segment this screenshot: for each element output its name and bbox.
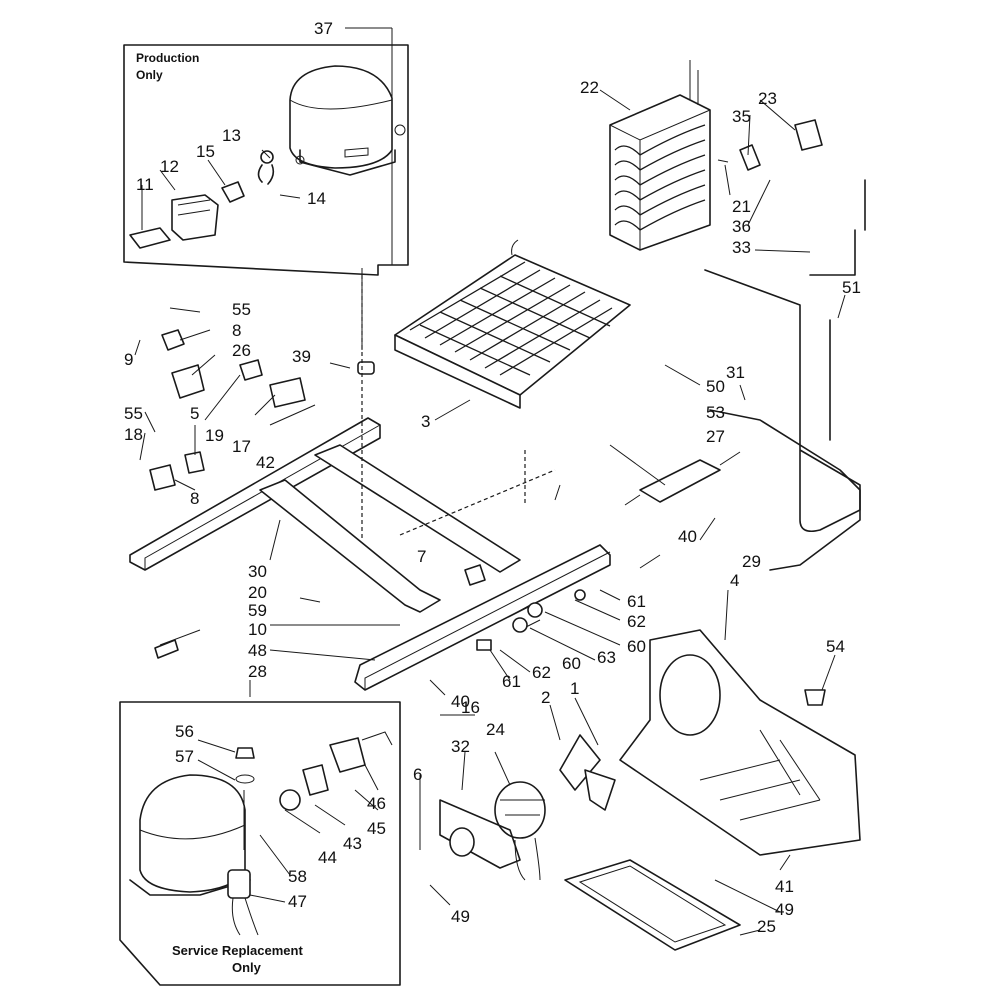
callout-44: 44	[318, 848, 337, 867]
callout-17: 17	[232, 437, 251, 456]
service-replacement-inset: Service Replacement Only	[119, 701, 401, 986]
callout-35: 35	[732, 107, 751, 126]
callout-46: 46	[367, 794, 386, 813]
callout-22: 22	[580, 78, 599, 97]
callout-16: 16	[461, 698, 480, 717]
capacitor-47	[227, 869, 259, 936]
callout-29: 29	[742, 552, 761, 571]
part-15	[221, 181, 245, 203]
callout-60-right: 60	[627, 637, 646, 656]
callout-11: 11	[136, 175, 154, 194]
callout-28: 28	[248, 662, 267, 681]
callout-37: 37	[314, 19, 333, 38]
callout-30: 30	[248, 562, 267, 581]
callout-61-top: 61	[627, 592, 646, 611]
callout-21: 21	[732, 197, 751, 216]
callout-6: 6	[413, 765, 422, 784]
tubing-lines	[704, 179, 866, 571]
callout-47: 47	[288, 892, 307, 911]
base-frame	[129, 417, 611, 691]
callout-32: 32	[451, 737, 470, 756]
fan-motor	[494, 781, 546, 881]
callout-42: 42	[256, 453, 275, 472]
callout-55-mid: 55	[124, 404, 143, 423]
callout-54: 54	[826, 637, 845, 656]
relay-parts-43-46	[279, 731, 393, 811]
callout-58: 58	[288, 867, 307, 886]
callout-9: 9	[124, 350, 133, 369]
part-13	[257, 150, 275, 185]
filter-drier	[624, 451, 741, 506]
service-label-line2: Only	[232, 960, 262, 975]
compressor-service	[129, 774, 251, 896]
callout-45: 45	[367, 819, 386, 838]
drain-pan	[564, 859, 741, 951]
callout-50: 50	[706, 377, 725, 396]
callout-20: 20	[248, 583, 267, 602]
callout-49-right: 49	[775, 900, 794, 919]
hardware-bits	[149, 119, 826, 706]
callout-8-bottom: 8	[190, 489, 199, 508]
relay-part-12	[171, 194, 219, 241]
callout-8-top: 8	[232, 321, 241, 340]
callout-26: 26	[232, 341, 251, 360]
compressor-production	[289, 65, 406, 176]
callout-53: 53	[706, 403, 725, 422]
leader-lines	[134, 27, 846, 936]
callout-57: 57	[175, 747, 194, 766]
callout-3: 3	[421, 412, 430, 431]
callout-19: 19	[205, 426, 224, 445]
callout-27: 27	[706, 427, 725, 446]
callout-18: 18	[124, 425, 143, 444]
callout-59: 59	[248, 601, 267, 620]
condenser-coil	[394, 239, 631, 409]
evaporator-coil	[609, 60, 711, 251]
service-label-line1: Service Replacement	[172, 943, 303, 958]
callout-14: 14	[307, 189, 326, 208]
callout-49-left: 49	[451, 907, 470, 926]
callout-40-right: 40	[678, 527, 697, 546]
nut-washer-stack	[235, 747, 255, 850]
production-label-line1: Production	[136, 51, 199, 65]
callouts: 37 22 23 35 13 15 12 11 14 21 36 33 51 5…	[124, 19, 861, 936]
callout-61-bottom: 61	[502, 672, 521, 691]
callout-55-top: 55	[232, 300, 251, 319]
callout-62-bottom: 62	[532, 663, 551, 682]
callout-39: 39	[292, 347, 311, 366]
callout-33: 33	[732, 238, 751, 257]
callout-12: 12	[160, 157, 179, 176]
production-only-inset: Production Only	[123, 44, 409, 276]
callout-43: 43	[343, 834, 362, 853]
callout-5: 5	[190, 404, 199, 423]
callout-56: 56	[175, 722, 194, 741]
callout-10: 10	[248, 620, 267, 639]
callout-13: 13	[222, 126, 241, 145]
callout-48: 48	[248, 641, 267, 660]
callout-41: 41	[775, 877, 794, 896]
callout-7: 7	[417, 547, 426, 566]
production-label-line2: Only	[136, 68, 163, 82]
condenser-fan-blade	[559, 734, 616, 811]
callout-23: 23	[758, 89, 777, 108]
callout-36: 36	[732, 217, 751, 236]
callout-1: 1	[570, 679, 579, 698]
callout-2: 2	[541, 688, 550, 707]
callout-51: 51	[842, 278, 861, 297]
callout-31: 31	[726, 363, 745, 382]
callout-24: 24	[486, 720, 505, 739]
callout-25: 25	[757, 917, 776, 936]
callout-4: 4	[730, 571, 739, 590]
motor-bracket	[439, 799, 521, 869]
callout-62-top: 62	[627, 612, 646, 631]
callout-60-mid: 60	[562, 654, 581, 673]
callout-63: 63	[597, 648, 616, 667]
callout-15: 15	[196, 142, 215, 161]
clip-part-11	[129, 227, 171, 249]
fan-bracket	[619, 629, 861, 856]
callout-40-bottom: 40	[451, 692, 470, 711]
